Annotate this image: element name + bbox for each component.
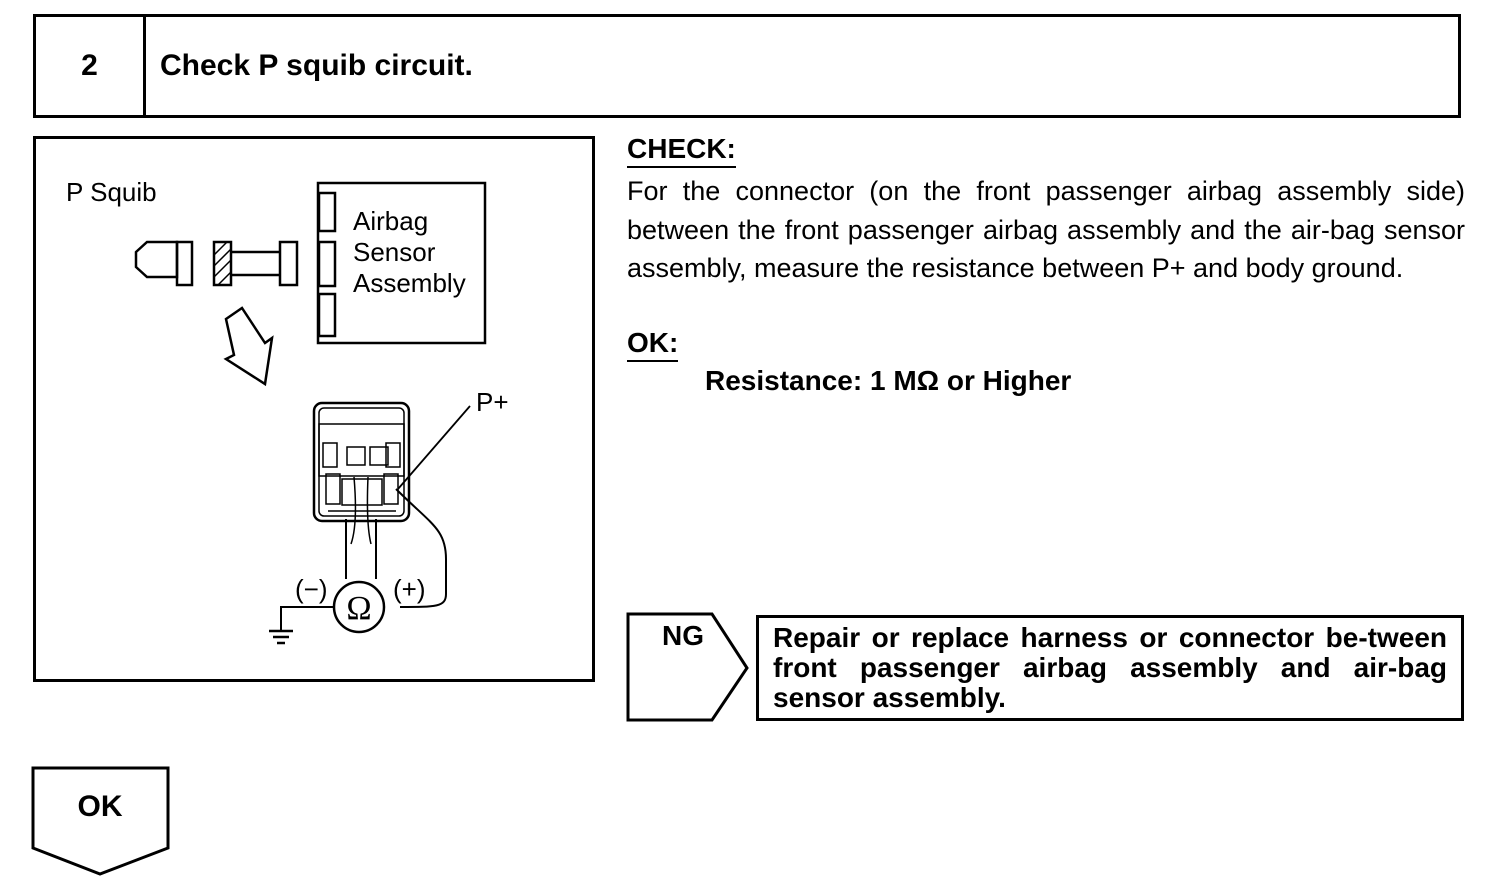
check-instructions: For the connector (on the front passenge…	[627, 176, 1465, 283]
squib-plug-end	[175, 240, 194, 287]
direction-arrow	[223, 306, 274, 387]
p-squib-label: P Squib	[66, 177, 157, 207]
diagram-drawing: Ω	[134, 181, 487, 645]
minus-label: (−)	[295, 574, 328, 604]
airbag-sensor-label-1: Airbag	[353, 206, 429, 236]
connector-body	[312, 401, 411, 523]
p-plus-leader	[397, 405, 471, 490]
step-number: 2	[36, 17, 146, 115]
ng-arrow	[626, 612, 749, 722]
plus-probe-wire	[395, 488, 447, 608]
ohm-symbol: Ω	[346, 590, 371, 627]
ng-label: NG	[662, 620, 704, 651]
sensor-connector-slot	[317, 240, 337, 288]
step-title: Check P squib circuit.	[160, 49, 473, 82]
resistance-spec: Resistance: 1 MΩ or Higher	[705, 365, 1072, 396]
wiring-diagram: Ω P Squib Airbag Sensor Assembly P+ (−) …	[33, 136, 595, 682]
squib-connector-end	[278, 240, 299, 287]
ok-heading: OK:	[627, 327, 679, 362]
airbag-sensor-label-3: Assembly	[353, 268, 466, 298]
check-heading: CHECK:	[627, 133, 736, 168]
sensor-connector-slot	[317, 292, 337, 338]
ng-action-box: Repair or replace harness or connector b…	[756, 615, 1464, 721]
step-header	[33, 14, 1461, 118]
ok-label: OK	[77, 790, 123, 823]
squib-connector-hatched	[212, 240, 233, 287]
airbag-sensor-label-2: Sensor	[353, 237, 436, 267]
p-plus-label: P+	[476, 387, 509, 417]
connector-cable	[345, 519, 377, 579]
minus-probe-wire	[280, 606, 334, 631]
ok-arrow	[31, 766, 170, 876]
sensor-connector-slot	[317, 191, 337, 233]
plus-label: (+)	[393, 574, 426, 604]
squib-plug	[134, 240, 179, 279]
ng-action-text: Repair or replace harness or connector b…	[773, 622, 1447, 713]
